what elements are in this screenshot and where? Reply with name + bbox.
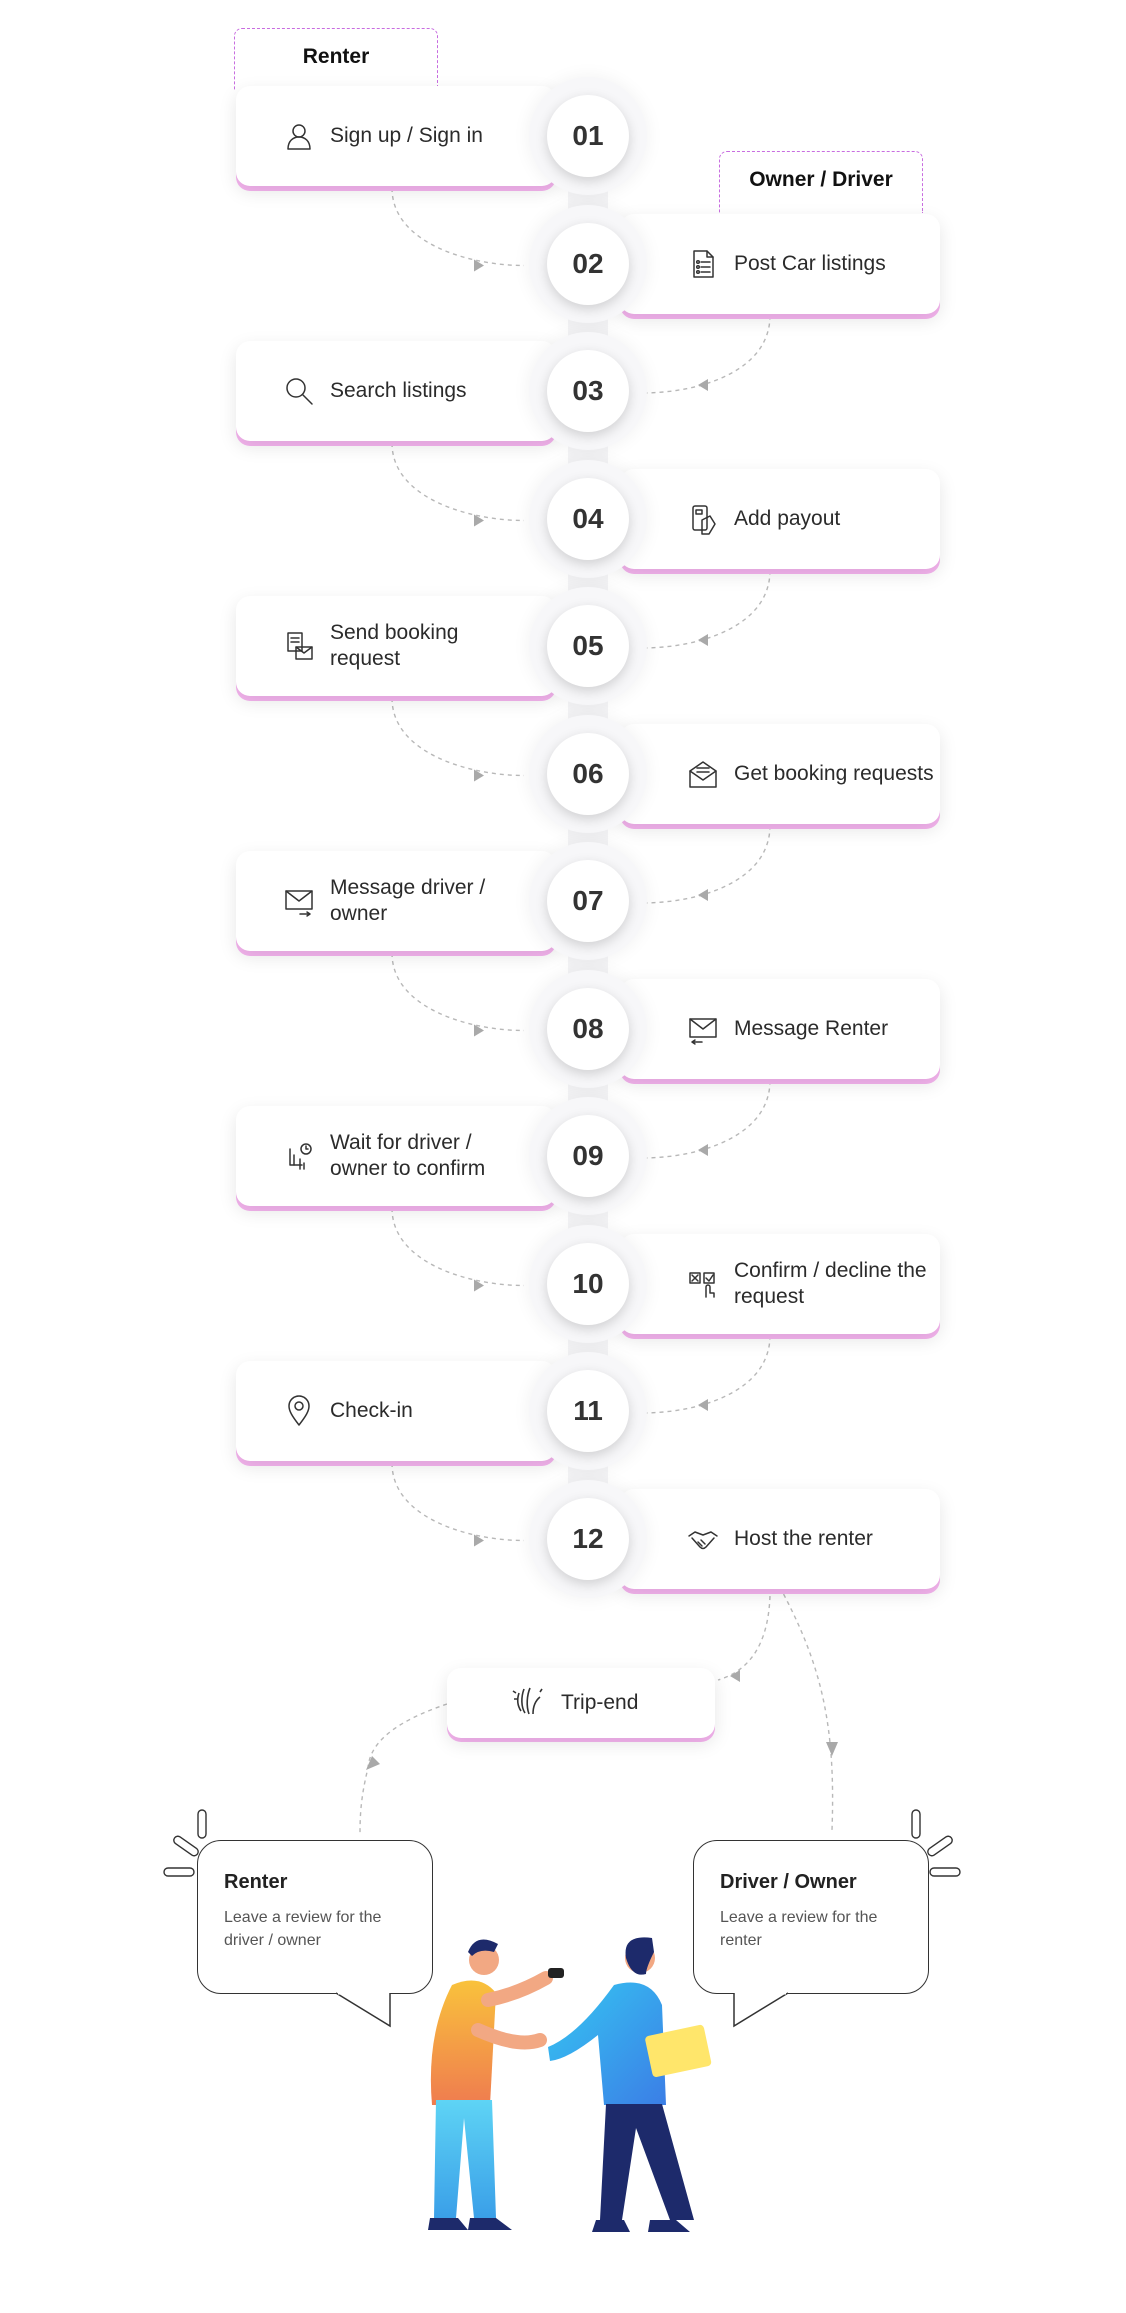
flow-diagram: Renter Owner / Driver Sign up / Sign in0… xyxy=(0,0,1126,2313)
handshake-illustration xyxy=(0,0,1126,2313)
